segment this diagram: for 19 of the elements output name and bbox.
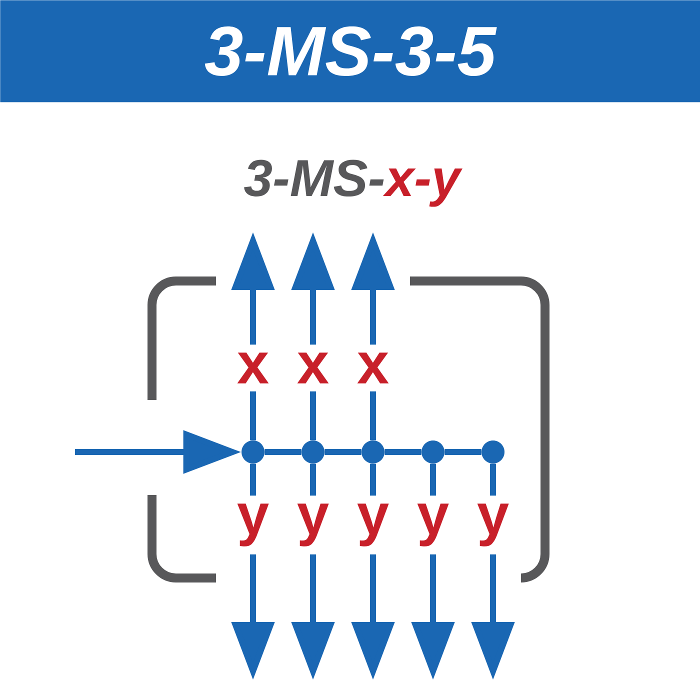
edge-label: x — [232, 344, 274, 392]
edge-label: y — [412, 496, 454, 554]
subtitle: 3-MS-x-y — [244, 160, 463, 207]
junction-dot — [242, 440, 264, 464]
junction-dot — [422, 440, 444, 464]
manifold-line — [264, 449, 302, 455]
junction-dot — [302, 440, 324, 464]
manifold-line — [384, 449, 422, 455]
edge-label: y — [352, 496, 394, 554]
junction-dot — [362, 440, 384, 464]
edge-label: y — [292, 496, 334, 554]
manifold-line — [444, 449, 482, 455]
manifold-line — [324, 449, 362, 455]
junction-dot — [482, 440, 504, 464]
edge-label: y — [472, 496, 514, 554]
edge-label: x — [352, 344, 394, 392]
edge-label: x — [292, 344, 334, 392]
title-banner: 3-MS-3-5 — [0, 0, 700, 102]
edge-label: y — [232, 496, 274, 554]
